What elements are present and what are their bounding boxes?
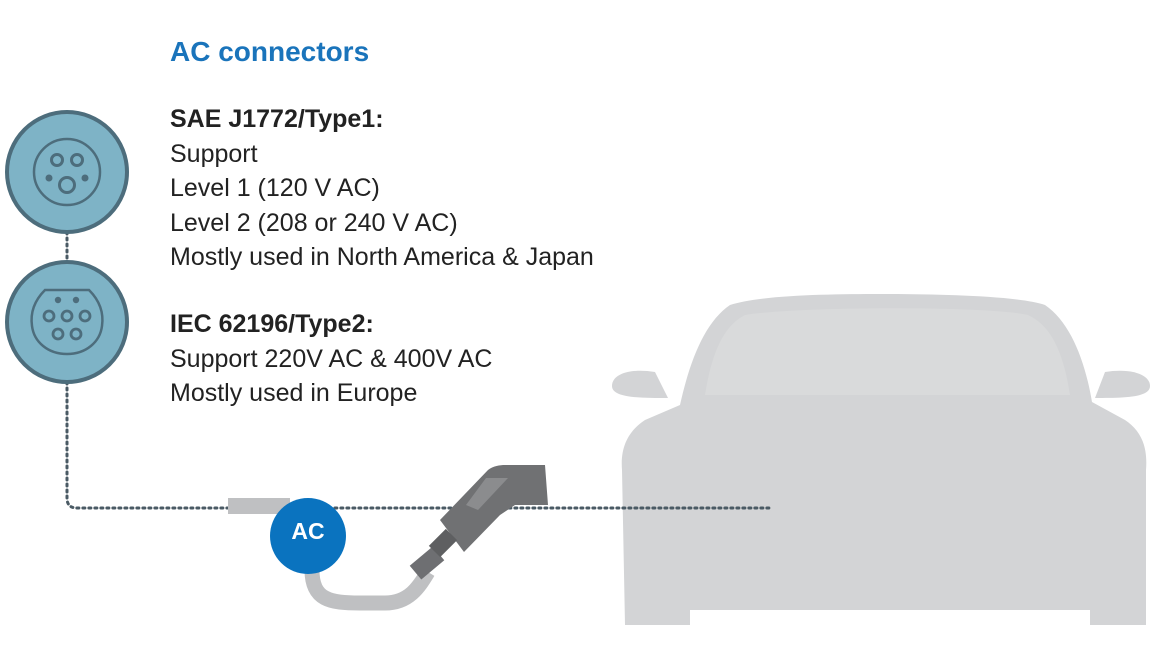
type2-heading: IEC 62196/Type2: [170, 310, 374, 338]
windshield [705, 308, 1070, 395]
type1-description: SAE J1772/Type1: Support Level 1 (120 V … [170, 102, 594, 275]
ac-badge-label: AC [291, 518, 325, 544]
type1-line: Support [170, 139, 258, 168]
type1-line: Mostly used in North America & Japan [170, 243, 594, 271]
type1-heading: SAE J1772/Type1: [170, 105, 384, 133]
page-title: AC connectors [170, 36, 370, 67]
dotted-connector-line [65, 230, 772, 510]
type1-line: Level 1 (120 V AC) [170, 174, 380, 202]
type2-line: Support 220V AC & 400V AC [170, 344, 493, 373]
type1-plug-icon [5, 110, 129, 234]
type2-description: IEC 62196/Type2: Support 220V AC & 400V … [170, 307, 492, 411]
type2-plug-icon [5, 260, 129, 384]
type1-line: Level 2 (208 or 240 V AC) [170, 208, 458, 237]
charging-gun-icon [409, 465, 548, 580]
ac-badge [270, 498, 346, 574]
charging-cable [228, 498, 435, 611]
type2-line: Mostly used in Europe [170, 379, 418, 407]
